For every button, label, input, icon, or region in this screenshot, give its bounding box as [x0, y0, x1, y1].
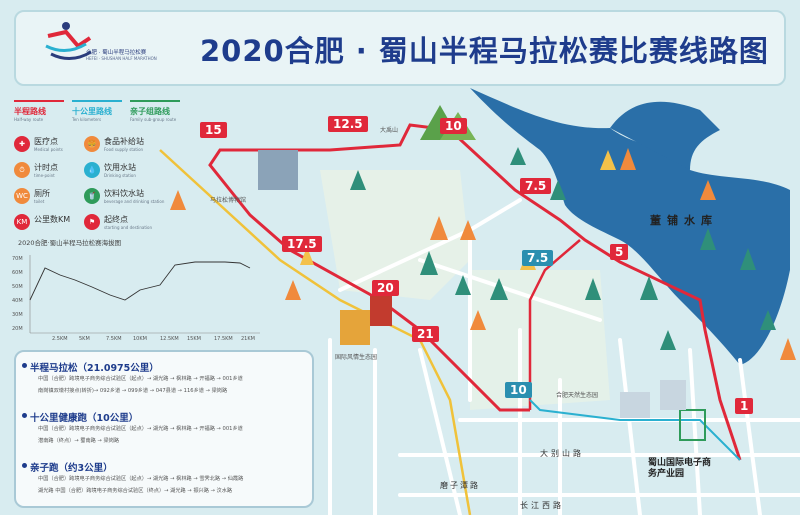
section-bullet: [22, 413, 27, 418]
legend-route-swatch: [130, 100, 180, 102]
changjiang-road-label: 长江西路: [520, 501, 564, 510]
half-marathon-route: [208, 123, 742, 461]
km-icon: KM: [14, 214, 30, 230]
elevation-y-tick: 60M: [12, 270, 23, 276]
header-panel: [14, 10, 786, 86]
dabie-road-label: 大别山路: [540, 449, 584, 458]
beverage-icon: 🥤: [84, 188, 100, 204]
elevation-x-tick: 17.5KM: [214, 336, 233, 342]
km-marker: 10: [505, 382, 532, 398]
km-marker: 15: [200, 122, 227, 138]
legend-icon-en: time-point: [34, 173, 55, 178]
legend-route-en: Ten kilometers: [72, 117, 102, 122]
elevation-y-tick: 40M: [12, 298, 23, 304]
medical-icon: ✚: [14, 136, 30, 152]
timer-icon: ⏱: [14, 162, 30, 178]
legend-route-label: 十公里路线: [72, 107, 112, 116]
km-marker: 10: [440, 118, 467, 134]
dayu-mountain-label: 大禹山: [380, 127, 399, 134]
route-section-row: 中国（合肥）跨境电子商务综合试验区（起点）→ 湖光路 → 枫林路 → 雪霁北路 …: [38, 476, 244, 482]
km-marker: 12.5: [328, 116, 368, 132]
ten-km-route: [529, 399, 741, 461]
elevation-y-tick: 50M: [12, 284, 23, 290]
km-marker: 21: [412, 326, 439, 342]
legend-icon-en: Food supply station: [104, 147, 144, 152]
elevation-x-tick: 7.5KM: [106, 336, 122, 342]
page-title: 2020合肥 · 蜀山半程马拉松赛比赛线路图: [200, 34, 769, 68]
elevation-x-tick: 2.5KM: [52, 336, 68, 342]
legend-route-label: 半程路线: [14, 107, 46, 116]
legend-route-en: Family sub-group route: [130, 117, 177, 122]
km-marker: 20: [372, 280, 399, 296]
km-marker: 1: [735, 398, 754, 414]
water-icon: 💧: [84, 162, 100, 178]
route-section-row: 中国（合肥）跨境电子商务综合试验区（起点）→ 湖光路 → 枫林路 → 开福路 →…: [38, 426, 243, 432]
shushan-park-label: 蜀山国际电子商务产业园: [648, 458, 712, 479]
legend-icon-label: 起终点: [104, 215, 128, 224]
marathon-logo: [45, 22, 92, 60]
legend-icon-label: 计时点: [34, 163, 58, 172]
km-marker: 7.5: [522, 250, 554, 266]
legend-route-swatch: [14, 100, 64, 102]
route-section-heading: 亲子跑（约3公里）: [30, 463, 113, 474]
food-icon: 🍔: [84, 136, 100, 152]
legend-icon-label: 食品补给站: [104, 137, 144, 146]
km-marker: 7.5: [520, 178, 552, 194]
section-bullet: [22, 363, 27, 368]
elevation-y-tick: 70M: [12, 256, 23, 262]
route-section-heading: 十公里健康跑（10公里）: [30, 413, 139, 424]
museum-label: 马拉松博物馆: [210, 197, 247, 204]
route-section-row: 湖光路 中国（合肥）跨境电子商务综合试验区（终点）→ 湖光路 → 振兴路 → 汶…: [38, 488, 233, 494]
huiyuan-label: 国际风情生态园: [335, 354, 378, 361]
km-marker: 5: [610, 244, 629, 260]
legend-icon-en: beverage and drinking station: [104, 199, 165, 204]
legend-icon-label: 公里数KM: [34, 215, 71, 224]
legend-icon-en: toilet: [34, 199, 45, 204]
legend-icon-label: 医疗点: [34, 137, 58, 146]
elevation-y-tick: 20M: [12, 326, 23, 332]
logo-text: 合肥 · 蜀山半程马拉松赛: [86, 50, 147, 56]
legend-route-swatch: [72, 100, 122, 102]
legend-icon-en: starting and destination: [104, 225, 152, 230]
flag-icon: ⚑: [84, 214, 100, 230]
reservoir-label: 董铺水库: [650, 214, 718, 227]
route-section-row: 南岗镇双墩村接点(转折)→ 092乡道 → 099乡道 → 047县道 → 11…: [38, 388, 228, 394]
legend-icon-label: 厕所: [34, 189, 50, 198]
elevation-x-tick: 5KM: [79, 336, 90, 342]
elevation-title: 2020合肥·蜀山半程马拉松赛海拔图: [18, 239, 122, 247]
section-bullet: [22, 463, 27, 468]
route-section-row: 潜南路（终点）→ 蜀南路 → 梁岗路: [38, 438, 120, 444]
legend-icon-en: Medical points: [34, 147, 63, 152]
elevation-x-tick: 15KM: [187, 336, 201, 342]
route-description-card: 半程马拉松（21.0975公里） 中国（合肥）跨境电子商务综合试验区（起点）→ 湖…: [14, 350, 314, 508]
legend-route-label: 亲子组路线: [130, 107, 170, 116]
elevation-x-tick: 12.5KM: [160, 336, 179, 342]
elevation-chart: [29, 255, 260, 334]
legend-icon-en: Drinking station: [104, 173, 136, 178]
elevation-x-tick: 21KM: [241, 336, 255, 342]
legend-icon-label: 饮用水站: [104, 163, 136, 172]
route-section-row: 中国（合肥）跨境电子商务综合试验区（起点）→ 湖光路 → 枫林路 → 开福路 →…: [38, 376, 243, 382]
logo-subtext: HEFEI · SHUSHAN HALF MARATHON: [86, 56, 157, 61]
route-section-heading: 半程马拉松（21.0975公里）: [30, 363, 159, 374]
legend-route-en: Half-way route: [14, 117, 44, 122]
heyi-park-label: 合肥天然生态园: [556, 392, 599, 399]
family-route: [679, 409, 706, 441]
mozi-road-label: 磨子潭路: [440, 481, 480, 490]
elevation-y-tick: 30M: [12, 312, 23, 318]
toilet-icon: WC: [14, 188, 30, 204]
elevation-x-tick: 10KM: [133, 336, 147, 342]
elevation-line: [29, 261, 251, 301]
km-marker: 17.5: [282, 236, 322, 252]
reservoir-water: [470, 88, 790, 365]
legend-icon-label: 饮料饮水站: [104, 189, 144, 198]
